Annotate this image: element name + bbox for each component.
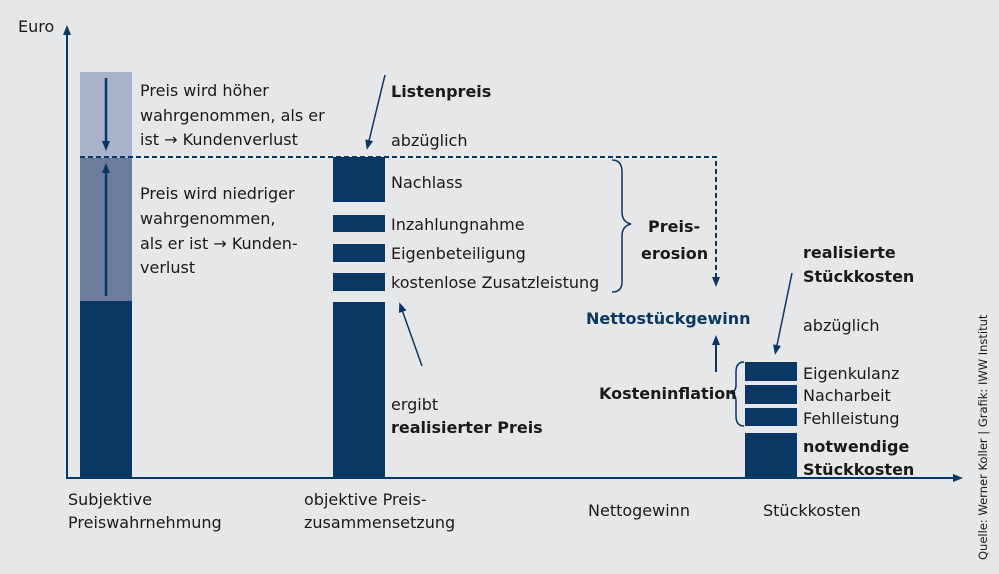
y-axis-label: Euro xyxy=(18,17,55,36)
bar4-item-eigenkulanz: Eigenkulanz xyxy=(803,364,900,383)
category-objective-line-1: objektive Preis- xyxy=(304,490,427,509)
bar4-eigenkulanz-segment xyxy=(745,362,797,381)
bar1-base xyxy=(80,301,132,478)
bar4-item-nacharbeit: Nacharbeit xyxy=(803,386,891,405)
unit-cost-arrow xyxy=(773,272,793,355)
list-price-line xyxy=(80,156,720,287)
category-objective-line-2: zusammensetzung xyxy=(304,513,456,532)
bar2-eigenbeteiligung-segment xyxy=(333,244,385,262)
category-unit-cost: Stückkosten xyxy=(763,501,861,520)
category-net: Nettogewinn xyxy=(588,501,690,520)
net-profit-label: Nettostückgewinn xyxy=(586,309,751,328)
bar1-lower-line-3: als er ist → Kunden- xyxy=(140,234,298,253)
bar4-deduct-label: abzüglich xyxy=(803,316,880,335)
source-credit: Quelle: Werner Koller | Grafik: IWW Inst… xyxy=(976,314,990,560)
bar2-zusatzleistung-segment xyxy=(333,273,385,291)
bar4-fehlleistung-segment xyxy=(745,408,797,426)
bar2-item-inzahlungnahme: Inzahlungnahme xyxy=(391,215,525,234)
bar1-upper-line-2: wahrgenommen, als er xyxy=(140,106,325,125)
erosion-label-line-1: Preis- xyxy=(648,217,701,236)
bar2-item-nachlass: Nachlass xyxy=(391,173,463,192)
bar2-realized-price-segment xyxy=(333,302,385,478)
bar4-nacharbeit-segment xyxy=(745,385,797,404)
realized-price-arrow xyxy=(398,302,423,367)
necessary-unit-cost-line-2: Stückkosten xyxy=(803,460,915,479)
bar1-lower-line-1: Preis wird niedriger xyxy=(140,184,295,203)
realized-price-label: realisierter Preis xyxy=(391,418,543,437)
bar2-inzahlungnahme-segment xyxy=(333,215,385,232)
category-subjective-line-2: Preiswahrnehmung xyxy=(68,513,222,532)
bar4-base-segment xyxy=(745,433,797,478)
bar1-upper-line-3: ist → Kundenverlust xyxy=(140,130,298,149)
bar2-deduct-label: abzüglich xyxy=(391,131,468,150)
realized-unit-cost-line-1: realisierte xyxy=(803,243,896,262)
bar2-item-eigenbeteiligung: Eigenbeteiligung xyxy=(391,244,526,263)
category-subjective-line-1: Subjektive xyxy=(68,490,153,509)
bar2-result-prefix: ergibt xyxy=(391,395,439,414)
bar4-item-fehlleistung: Fehlleistung xyxy=(803,409,900,428)
bar1-upper-line-1: Preis wird höher xyxy=(140,81,269,100)
necessary-unit-cost-line-1: notwendige xyxy=(803,437,910,456)
bar2-item-zusatzleistung: kostenlose Zusatzleistung xyxy=(391,273,600,292)
bar1-lower-line-2: wahrgenommen, xyxy=(140,209,276,228)
bar1-lower-line-4: verlust xyxy=(140,258,196,277)
realized-unit-cost-line-2: Stückkosten xyxy=(803,267,915,286)
erosion-label-line-2: erosion xyxy=(641,244,709,263)
list-price-label: Listenpreis xyxy=(391,82,492,101)
bar2-nachlass-segment xyxy=(333,157,385,202)
erosion-brace xyxy=(611,159,632,293)
cost-inflation-label: Kosteninflation xyxy=(599,384,737,403)
inflation-brace xyxy=(729,361,745,427)
list-price-arrow xyxy=(365,74,386,150)
